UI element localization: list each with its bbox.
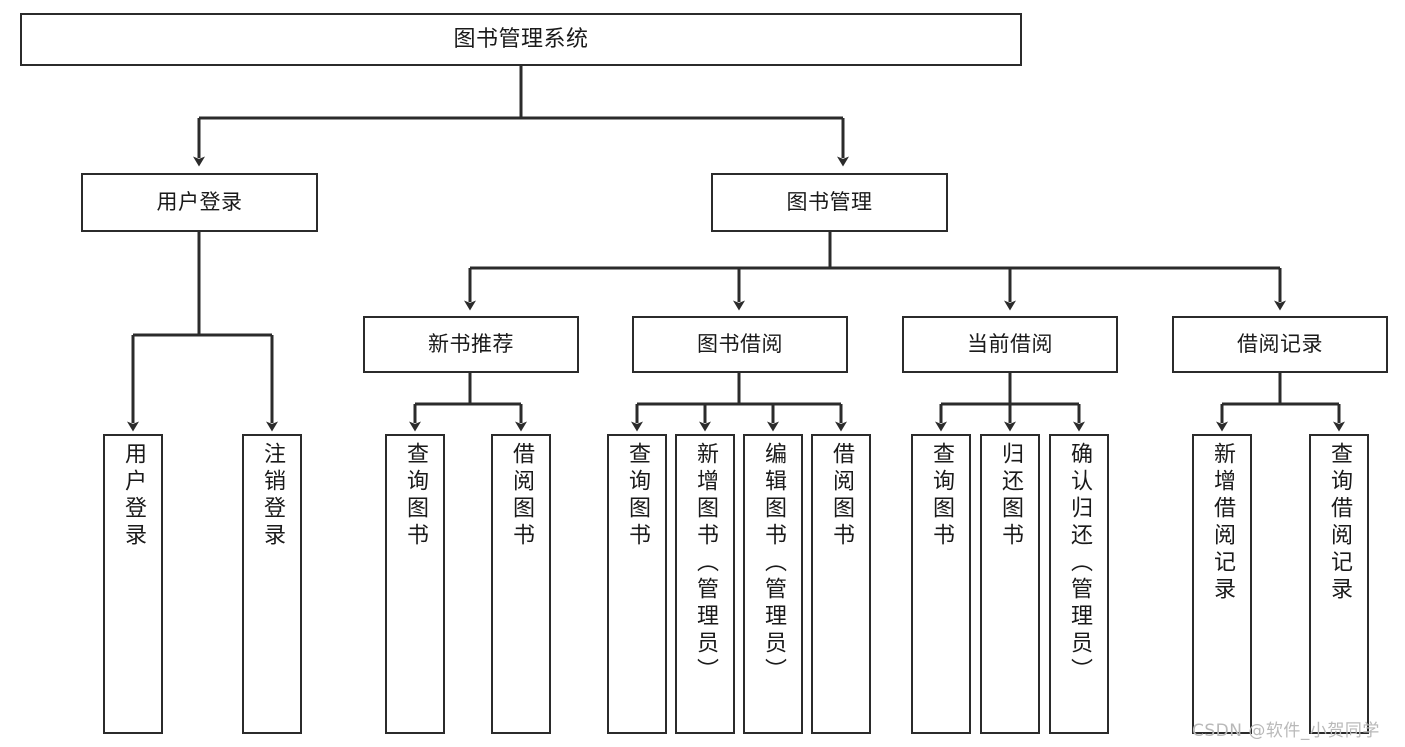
node-label: 新书推荐 <box>428 332 514 357</box>
leaf-current-return-book[interactable]: 归还图书 <box>980 434 1040 734</box>
node-label: 用户登录 <box>156 190 243 215</box>
node-label: 查询图书 <box>402 442 428 550</box>
node-label: 确认归还（管理员） <box>1066 442 1092 685</box>
node-label: 图书借阅 <box>697 332 783 357</box>
leaf-user-login-login[interactable]: 用户登录 <box>103 434 163 734</box>
leaf-user-login-logout[interactable]: 注销登录 <box>242 434 302 734</box>
node-label: 查询图书 <box>624 442 650 550</box>
leaf-record-query-record[interactable]: 查询借阅记录 <box>1309 434 1369 734</box>
node-label: 图书管理系统 <box>453 26 589 52</box>
node-label: 当前借阅 <box>967 332 1053 357</box>
node-label: 用户登录 <box>120 442 146 550</box>
node-current-borrow[interactable]: 当前借阅 <box>902 316 1118 373</box>
node-label: 图书管理 <box>786 190 873 215</box>
node-label: 借阅记录 <box>1237 332 1323 357</box>
leaf-current-confirm-return-admin[interactable]: 确认归还（管理员） <box>1049 434 1109 734</box>
node-book-borrow[interactable]: 图书借阅 <box>632 316 848 373</box>
node-root-system[interactable]: 图书管理系统 <box>20 13 1022 66</box>
node-label: 借阅图书 <box>828 442 854 550</box>
leaf-borrow-query-book[interactable]: 查询图书 <box>607 434 667 734</box>
csdn-watermark: CSDN @软件_小贺同学 <box>1192 721 1380 741</box>
leaf-new-book-query[interactable]: 查询图书 <box>385 434 445 734</box>
node-label: 新增图书（管理员） <box>692 442 718 685</box>
leaf-new-book-borrow[interactable]: 借阅图书 <box>491 434 551 734</box>
leaf-record-add-record[interactable]: 新增借阅记录 <box>1192 434 1252 734</box>
node-label: 查询图书 <box>928 442 954 550</box>
leaf-borrow-borrow-book[interactable]: 借阅图书 <box>811 434 871 734</box>
leaf-borrow-add-book-admin[interactable]: 新增图书（管理员） <box>675 434 735 734</box>
node-label: 查询借阅记录 <box>1326 442 1352 604</box>
node-borrow-record[interactable]: 借阅记录 <box>1172 316 1388 373</box>
node-book-management[interactable]: 图书管理 <box>711 173 948 232</box>
node-label: 借阅图书 <box>508 442 534 550</box>
leaf-current-query-book[interactable]: 查询图书 <box>911 434 971 734</box>
node-new-book-recommend[interactable]: 新书推荐 <box>363 316 579 373</box>
node-user-login[interactable]: 用户登录 <box>81 173 318 232</box>
leaf-borrow-edit-book-admin[interactable]: 编辑图书（管理员） <box>743 434 803 734</box>
node-label: 新增借阅记录 <box>1209 442 1235 604</box>
node-label: 编辑图书（管理员） <box>760 442 786 685</box>
node-label: 归还图书 <box>997 442 1023 550</box>
node-label: 注销登录 <box>259 442 285 550</box>
